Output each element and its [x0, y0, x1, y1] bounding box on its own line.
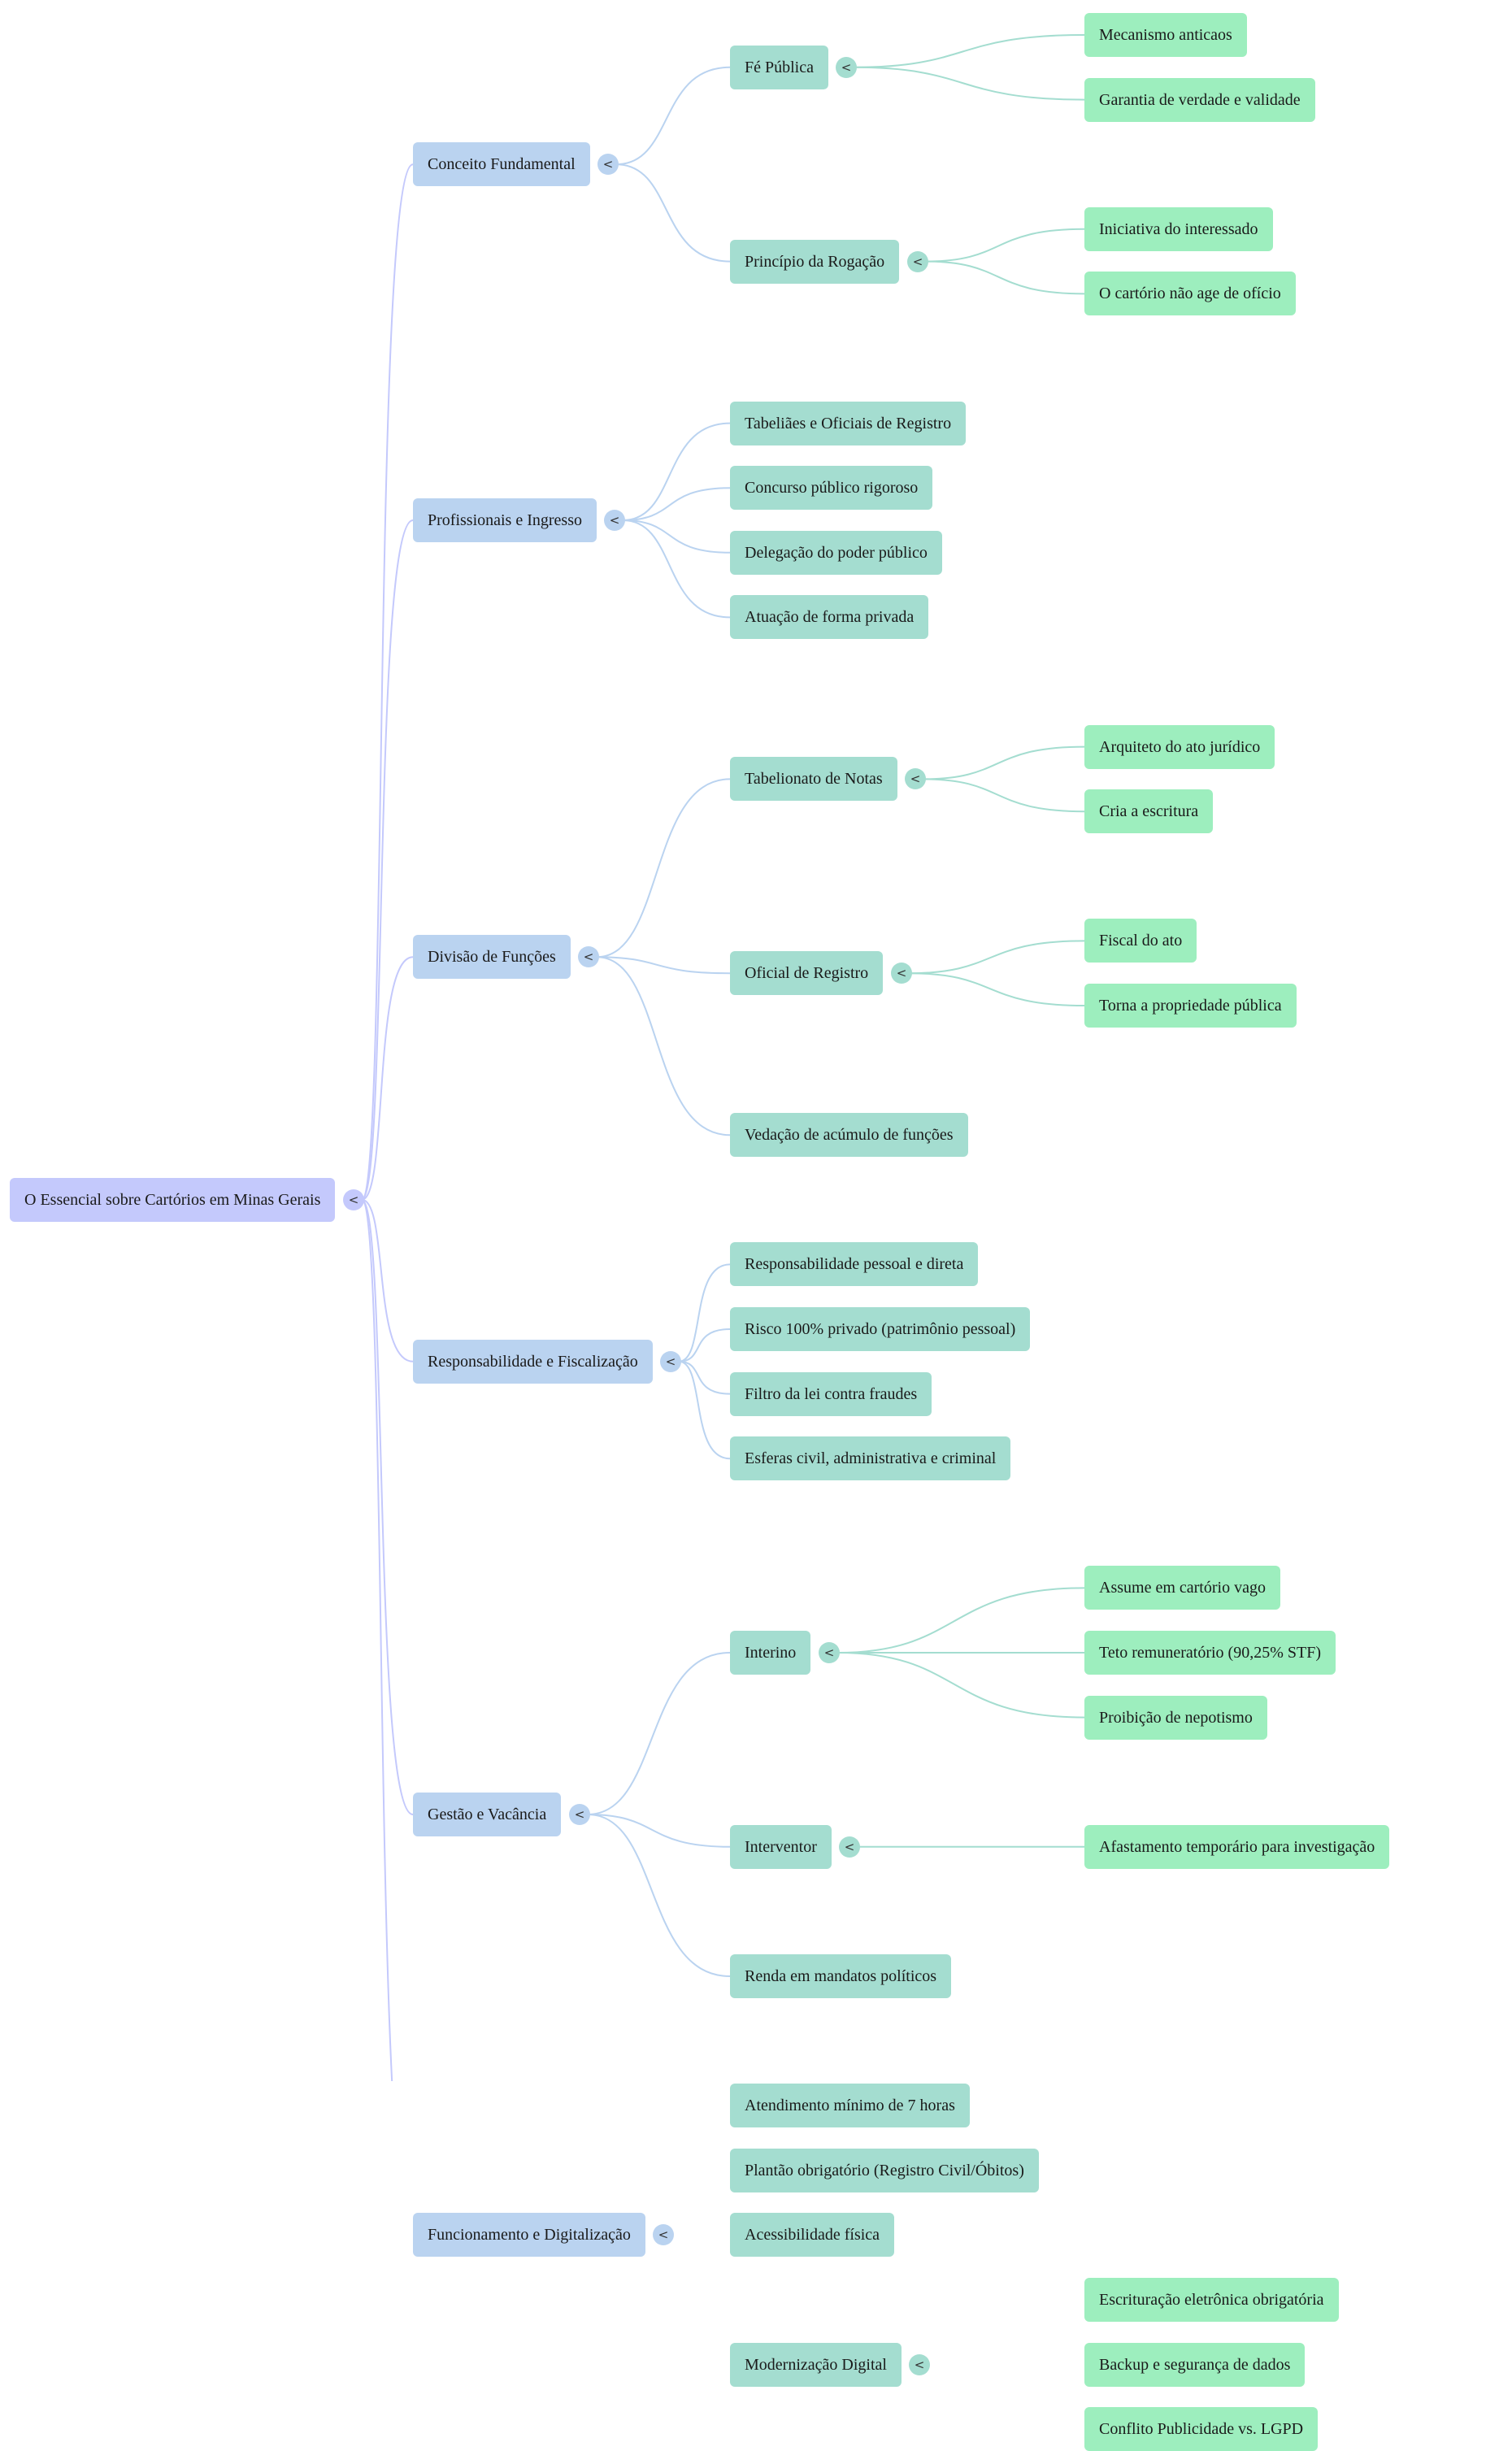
leaf-node-garantia-de-verdade-e-validade[interactable]: Garantia de verdade e validade [1084, 77, 1315, 122]
connector-line [909, 972, 1085, 1006]
connector-line [836, 1652, 1085, 1719]
branch-node-divisao-de-funcoes[interactable]: Divisão de Funções [413, 935, 571, 980]
collapse-toggle-icon[interactable]: < [578, 946, 599, 968]
leaf-node-escrituracao-eletronica-obrigatoria[interactable]: Escrituração eletrônica obrigatória [1084, 2278, 1339, 2322]
collapse-toggle-icon[interactable]: < [604, 510, 625, 531]
branch-node-funcionamento-e-digitalizacao[interactable]: Funcionamento e Digitalização [413, 2213, 645, 2258]
connector-line [836, 1587, 1085, 1654]
connector-line [925, 228, 1085, 263]
branch-node-conceito-fundamental[interactable]: Conceito Fundamental [413, 142, 590, 187]
leaf-node-proibicao-de-nepotismo[interactable]: Proibição de nepotismo [1084, 1695, 1267, 1740]
mind-map: O Essencial sobre Cartórios em Minas Ger… [10, 13, 1390, 2451]
collapse-toggle-icon[interactable]: < [653, 2224, 674, 2246]
connector-line [361, 163, 414, 1201]
connector-line [361, 519, 414, 1201]
collapse-toggle-icon[interactable]: < [660, 1350, 681, 1372]
connector-line [923, 778, 1085, 813]
topic-node-interino[interactable]: Interino [730, 1631, 811, 1675]
connector-line [678, 1263, 731, 1362]
topic-node-filtro-da-lei-contra-fraudes[interactable]: Filtro da lei contra fraudes [730, 1371, 932, 1416]
topic-node-delegacao-do-poder-publico[interactable]: Delegação do poder público [730, 530, 942, 575]
topic-node-fe-publica[interactable]: Fé Pública [730, 45, 828, 89]
collapse-toggle-icon[interactable]: < [909, 2353, 930, 2375]
connector-line [596, 956, 731, 975]
connector-line [854, 34, 1085, 68]
leaf-node-iniciativa-do-interessado[interactable]: Iniciativa do interessado [1084, 206, 1273, 251]
connector-line [587, 1814, 731, 1848]
connector-line [615, 66, 731, 166]
connector-line [622, 519, 731, 554]
collapse-toggle-icon[interactable]: < [839, 1836, 860, 1858]
leaf-node-backup-e-seguranca-de-dados[interactable]: Backup e segurança de dados [1084, 2342, 1306, 2387]
connector-line [923, 745, 1085, 780]
collapse-toggle-icon[interactable]: < [597, 154, 619, 176]
topic-node-atendimento-minimo-de-7-horas[interactable]: Atendimento mínimo de 7 horas [730, 2084, 970, 2128]
connector-line [361, 1198, 414, 1815]
connector-line [596, 778, 731, 958]
topic-node-esferas-civil-administrativa-e-criminal[interactable]: Esferas civil, administrativa e criminal [730, 1436, 1011, 1481]
leaf-node-arquiteto-do-ato-juridico[interactable]: Arquiteto do ato jurídico [1084, 724, 1275, 769]
connector-line [678, 1360, 731, 1460]
root-node[interactable]: O Essencial sobre Cartórios em Minas Ger… [10, 1177, 336, 1222]
topic-node-renda-em-mandatos-politicos[interactable]: Renda em mandatos políticos [730, 1954, 952, 1998]
connector-line [854, 66, 1085, 101]
connector-layer [361, 34, 1085, 2081]
branch-node-profissionais-e-ingresso[interactable]: Profissionais e Ingresso [413, 498, 597, 542]
topic-node-oficial-de-registro[interactable]: Oficial de Registro [730, 951, 884, 996]
leaf-node-assume-em-cartorio-vago[interactable]: Assume em cartório vago [1084, 1566, 1280, 1610]
connector-line [909, 940, 1085, 975]
collapse-toggle-icon[interactable]: < [343, 1189, 364, 1210]
connector-line [925, 260, 1085, 295]
collapse-toggle-icon[interactable]: < [819, 1642, 840, 1663]
topic-node-acessibilidade-fisica[interactable]: Acessibilidade física [730, 2213, 895, 2258]
topic-node-vedacao-de-acumulo-de-funcoes[interactable]: Vedação de acúmulo de funções [730, 1113, 968, 1158]
connector-line [587, 1814, 731, 1977]
connector-line [361, 956, 414, 1201]
topic-node-responsabilidade-pessoal-e-direta[interactable]: Responsabilidade pessoal e direta [730, 1242, 979, 1287]
connector-line [678, 1360, 731, 1395]
topic-node-risco-100-privado-patrimonio-pessoal[interactable]: Risco 100% privado (patrimônio pessoal) [730, 1307, 1031, 1351]
topic-node-plantao-obrigatorio-registro-civil-obitos[interactable]: Plantão obrigatório (Registro Civil/Óbit… [730, 2148, 1039, 2192]
topic-node-principio-da-rogacao[interactable]: Princípio da Rogação [730, 239, 900, 284]
connector-line [361, 1198, 393, 2081]
topic-node-interventor[interactable]: Interventor [730, 1824, 832, 1869]
collapse-toggle-icon[interactable]: < [836, 56, 857, 78]
topic-node-concurso-publico-rigoroso[interactable]: Concurso público rigoroso [730, 466, 933, 511]
connector-line [587, 1652, 731, 1815]
leaf-node-fiscal-do-ato[interactable]: Fiscal do ato [1084, 919, 1197, 963]
connector-line [596, 956, 731, 1136]
leaf-node-o-cartorio-nao-age-de-oficio[interactable]: O cartório não age de ofício [1084, 272, 1296, 316]
collapse-toggle-icon[interactable]: < [907, 250, 928, 272]
connector-line [361, 1198, 414, 1362]
connector-line [622, 487, 731, 521]
branch-node-responsabilidade-e-fiscalizacao[interactable]: Responsabilidade e Fiscalização [413, 1339, 653, 1384]
leaf-node-afastamento-temporario-para-investigacao[interactable]: Afastamento temporário para investigação [1084, 1824, 1390, 1869]
topic-node-tabeliaes-e-oficiais-de-registro[interactable]: Tabeliães e Oficiais de Registro [730, 401, 967, 445]
topic-node-modernizacao-digital[interactable]: Modernização Digital [730, 2342, 902, 2387]
leaf-node-teto-remuneratorio-90-25-stf[interactable]: Teto remuneratório (90,25% STF) [1084, 1631, 1336, 1675]
connector-line [615, 163, 731, 263]
topic-node-atuacao-de-forma-privada[interactable]: Atuação de forma privada [730, 595, 929, 640]
connector-line [678, 1328, 731, 1362]
collapse-toggle-icon[interactable]: < [905, 768, 926, 790]
connector-line [622, 422, 731, 521]
leaf-node-cria-a-escritura[interactable]: Cria a escritura [1084, 789, 1214, 834]
topic-node-tabelionato-de-notas[interactable]: Tabelionato de Notas [730, 757, 897, 802]
leaf-node-conflito-publicidade-vs-lgpd[interactable]: Conflito Publicidade vs. LGPD [1084, 2407, 1319, 2451]
collapse-toggle-icon[interactable]: < [891, 963, 912, 984]
collapse-toggle-icon[interactable]: < [569, 1804, 590, 1825]
leaf-node-mecanismo-anticaos[interactable]: Mecanismo anticaos [1084, 13, 1247, 57]
connector-line [622, 519, 731, 619]
branch-node-gestao-e-vacancia[interactable]: Gestão e Vacância [413, 1793, 562, 1836]
leaf-node-torna-a-propriedade-publica[interactable]: Torna a propriedade pública [1084, 984, 1297, 1028]
